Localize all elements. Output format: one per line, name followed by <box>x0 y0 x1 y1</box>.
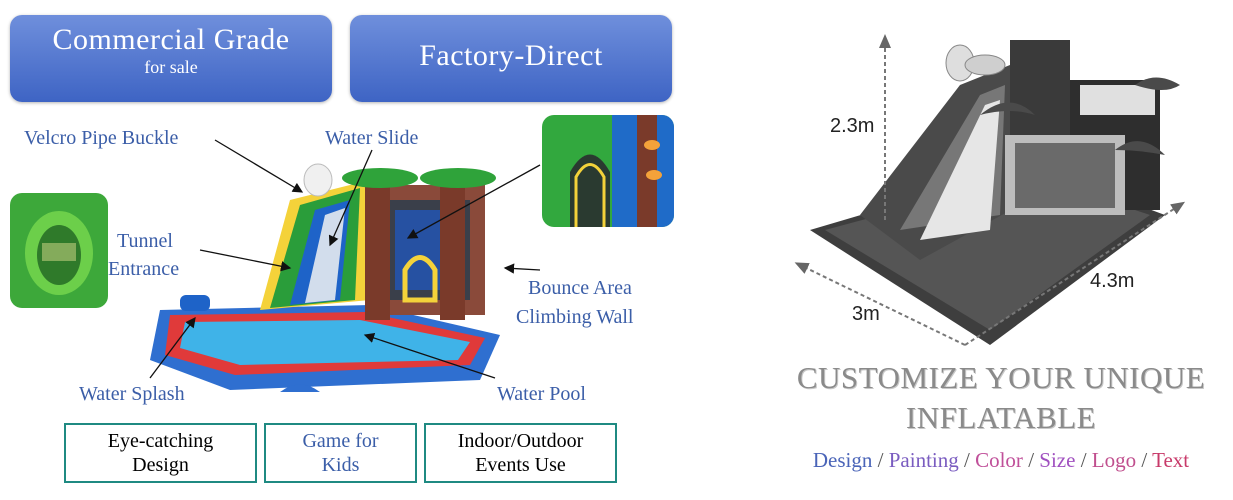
inflatable-3d-model <box>794 34 1186 346</box>
length-dimension: 4.3m <box>1090 270 1135 292</box>
tunnel-entrance-label-1: Tunnel <box>117 230 173 252</box>
height-dimension: 2.3m <box>830 115 875 137</box>
option-separator: / <box>1080 448 1087 472</box>
option-painting: Painting <box>888 448 959 472</box>
feature-eye-catching-line1: Eye-catching <box>107 430 214 452</box>
feature-indoor-line1: Indoor/Outdoor <box>457 430 584 452</box>
customize-title-line1: CUSTOMIZE YOUR UNIQUE <box>796 360 1206 395</box>
tunnel-entrance-photo <box>10 193 108 308</box>
feature-game-line1: Game for <box>302 430 379 452</box>
option-design: Design <box>812 448 873 472</box>
tunnel-entrance-label-2: Entrance <box>108 258 180 280</box>
callout-arrows <box>149 139 541 379</box>
feature-game-line2: Kids <box>321 454 360 476</box>
factory-direct-title: Factory-Direct <box>419 39 603 72</box>
bouncer-product-illustration <box>150 163 500 392</box>
option-text: Text <box>1152 448 1190 472</box>
option-separator: / <box>877 448 884 472</box>
factory-direct-banner: Factory-Direct <box>350 15 672 102</box>
feature-eye-catching-line2: Design <box>132 454 189 476</box>
option-separator: / <box>964 448 970 472</box>
width-dimension: 3m <box>852 303 880 325</box>
customize-options: Design / Painting / Color / Size / Logo … <box>770 448 1232 472</box>
water-splash-label: Water Splash <box>79 383 185 405</box>
climbing-wall-photo <box>542 115 674 227</box>
option-separator: / <box>1028 448 1035 472</box>
commercial-grade-banner: Commercial Grade for sale <box>10 15 332 102</box>
option-logo: Logo <box>1091 448 1137 472</box>
water-slide-label: Water Slide <box>325 127 419 149</box>
water-pool-label: Water Pool <box>497 383 586 405</box>
climbing-wall-label: Climbing Wall <box>516 306 634 328</box>
bounce-area-label: Bounce Area <box>528 277 632 299</box>
option-separator: / <box>1141 448 1148 472</box>
feature-indoor-line2: Events Use <box>475 454 566 476</box>
velcro-pipe-buckle-label: Velcro Pipe Buckle <box>24 127 179 149</box>
for-sale-text: for sale <box>144 57 198 77</box>
option-color: Color <box>975 448 1023 472</box>
customize-title-line2: INFLATABLE <box>905 400 1097 435</box>
option-size: Size <box>1039 448 1076 472</box>
commercial-grade-title: Commercial Grade <box>52 23 290 56</box>
